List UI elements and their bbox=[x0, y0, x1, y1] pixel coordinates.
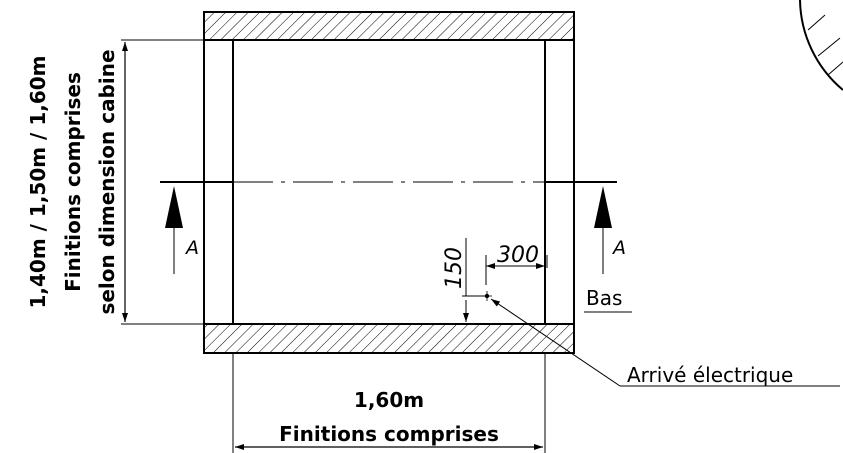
horizontal-dimension bbox=[232, 353, 546, 453]
section-arrow-right bbox=[594, 186, 612, 274]
depth-note-2: selon dimension cabine bbox=[95, 49, 119, 314]
floor-label: Bas bbox=[586, 286, 622, 310]
electric-label: Arrivé électrique bbox=[627, 363, 793, 387]
section-label-right: A bbox=[611, 237, 626, 259]
depth-total-label: 1,40m / 1,50m / 1,60m bbox=[26, 55, 50, 308]
outlet-dimensions bbox=[462, 238, 548, 322]
door-arc-partial bbox=[799, 0, 843, 91]
section-arrow-left bbox=[165, 186, 183, 274]
dim-300-label: 300 bbox=[497, 243, 539, 268]
dim-150-label: 150 bbox=[442, 247, 467, 289]
electric-outlet-point bbox=[482, 291, 492, 301]
width-total-label: 1,60m bbox=[354, 388, 424, 412]
section-label-left: A bbox=[184, 237, 199, 259]
bottom-wall bbox=[203, 323, 575, 354]
top-wall bbox=[203, 11, 575, 41]
vertical-dimension bbox=[121, 39, 204, 325]
width-note-label: Finitions comprises bbox=[279, 422, 499, 446]
electric-leader bbox=[490, 298, 840, 387]
depth-note-1: Finitions comprises bbox=[61, 72, 85, 292]
